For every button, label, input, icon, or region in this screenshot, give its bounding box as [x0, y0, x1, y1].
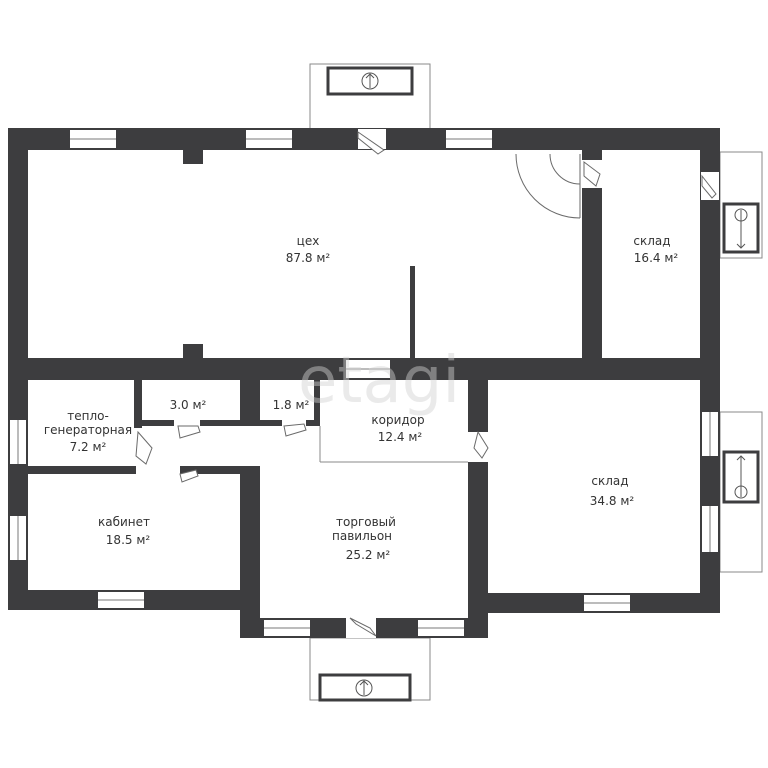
- windows: [10, 130, 718, 636]
- watermark-logo: etagi: [298, 344, 460, 418]
- room-name-teplo-1: тепло-: [67, 409, 109, 423]
- room-name-kabinet: кабинет: [98, 515, 150, 529]
- room-name-sklad-big: склад: [591, 474, 628, 488]
- room-area-sklad-big: 34.8 м²: [590, 494, 635, 508]
- room-name-tsekh: цех: [297, 234, 320, 248]
- room-name-pavilion-2: павильон: [332, 529, 392, 543]
- porch-top: [309, 63, 431, 133]
- room-name-pavilion-1: торговый: [336, 515, 396, 529]
- room-area-3-0: 3.0 м²: [170, 398, 207, 412]
- porch-bottom: [309, 637, 431, 702]
- room-area-kabinet: 18.5 м²: [106, 533, 151, 547]
- room-area-tsekh: 87.8 м²: [286, 251, 331, 265]
- room-area-teplo: 7.2 м²: [70, 440, 107, 454]
- porch-right: [719, 151, 763, 573]
- doors: [135, 129, 719, 638]
- room-area-pavilion: 25.2 м²: [346, 548, 391, 562]
- room-name-koridor: коридор: [371, 413, 424, 427]
- thin-partitions: [319, 426, 468, 463]
- room-area-1-8: 1.8 м²: [273, 398, 310, 412]
- room-name-sklad-small: склад: [633, 234, 670, 248]
- room-name-teplo-2: генераторная: [44, 423, 132, 437]
- room-area-koridor: 12.4 м²: [378, 430, 423, 444]
- room-area-sklad-small: 16.4 м²: [634, 251, 679, 265]
